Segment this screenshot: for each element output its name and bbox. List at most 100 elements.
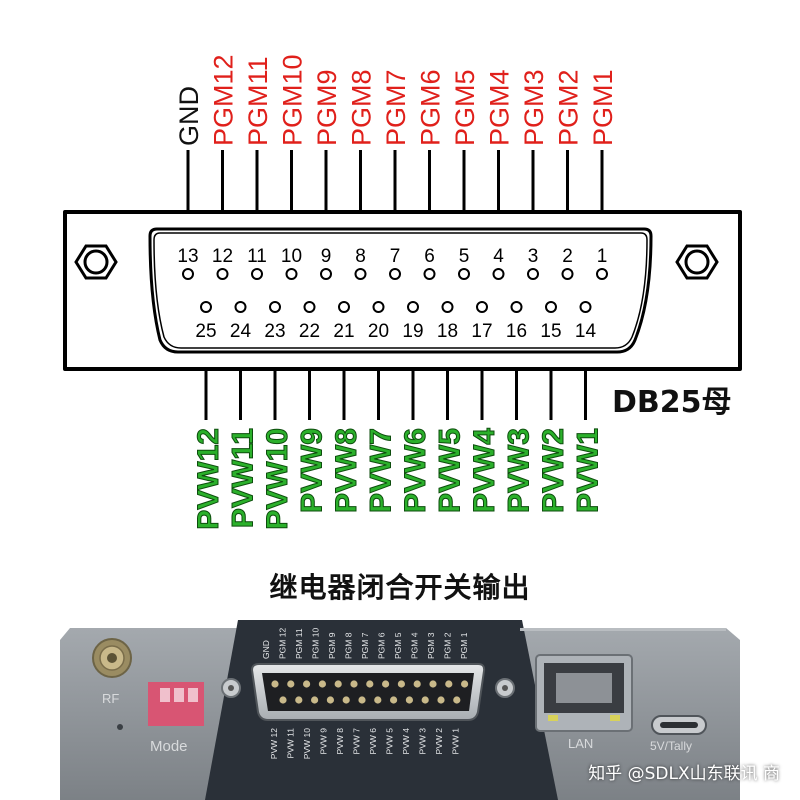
pin-number: 7 xyxy=(390,246,401,267)
device-pvw-label: PVW 7 xyxy=(352,728,362,755)
pgm-label: PGM6 xyxy=(416,69,446,146)
pin-number: 8 xyxy=(355,246,366,267)
pgm-label: PGM4 xyxy=(485,69,515,146)
device-pvw-label: PVW 11 xyxy=(286,728,296,759)
pvw-label: PVW2 xyxy=(537,428,570,513)
device-pvw-label: PVW 12 xyxy=(269,728,279,759)
pgm-label: PGM5 xyxy=(450,69,480,146)
pin-number: 24 xyxy=(230,321,252,342)
port-pin xyxy=(405,696,413,704)
port-pin xyxy=(413,680,421,688)
port-pin xyxy=(437,696,445,704)
pin-number: 2 xyxy=(562,246,573,267)
port-pin xyxy=(390,696,398,704)
pvw-label: PVW3 xyxy=(503,428,536,513)
device-pgm-label: PGM 2 xyxy=(443,632,453,659)
pin-number: 9 xyxy=(321,246,332,267)
db25-screw-left xyxy=(221,678,241,698)
top-leads xyxy=(186,150,604,214)
device-pgm-label: GND xyxy=(261,640,271,659)
usb-label: 5V/Tally xyxy=(650,739,692,753)
device-pvw-label: PVW 6 xyxy=(368,728,378,755)
device-pvw-label: PVW 8 xyxy=(335,728,345,755)
port-pin xyxy=(342,696,350,704)
port-pin xyxy=(279,696,287,704)
device-pgm-label: PGM 5 xyxy=(393,632,403,659)
pin-number: 13 xyxy=(177,246,198,267)
port-pin xyxy=(287,680,295,688)
pgm-label: PGM3 xyxy=(519,69,549,146)
pin-hole xyxy=(561,268,574,280)
port-pin xyxy=(358,696,366,704)
pin-number: 21 xyxy=(333,321,354,342)
port-pin xyxy=(271,680,279,688)
pin-hole xyxy=(510,301,523,313)
device-pvw-label: PVW 10 xyxy=(302,728,312,759)
port-pin xyxy=(295,696,303,704)
pvw-label: PVW6 xyxy=(399,428,432,513)
device-pgm-label: PGM 7 xyxy=(360,632,370,659)
watermark: 知乎 @SDLX山东联讯 商 xyxy=(588,764,780,784)
device-pvw-label: PVW 3 xyxy=(418,728,428,755)
pin-hole xyxy=(269,301,281,313)
pin-hole xyxy=(285,268,298,280)
pin-hole xyxy=(407,301,419,313)
pvw-label: PVW12 xyxy=(192,428,225,530)
pgm-label: PGM11 xyxy=(243,56,273,146)
pin-number: 4 xyxy=(493,246,504,267)
pin-number: 23 xyxy=(264,321,285,342)
mount-hole-left xyxy=(74,244,118,280)
pin-number: 10 xyxy=(281,246,302,267)
device-pgm-label: PGM 8 xyxy=(344,632,354,659)
port-pin xyxy=(334,680,342,688)
pin-hole xyxy=(303,301,316,313)
pin-hole xyxy=(200,301,212,313)
dip-switch xyxy=(148,682,204,726)
port-pin xyxy=(374,696,382,704)
mode-label: Mode xyxy=(150,738,188,755)
pgm-label: PGM7 xyxy=(381,69,411,146)
port-pin xyxy=(366,680,374,688)
pin-number: 15 xyxy=(540,321,561,342)
pin-number: 17 xyxy=(471,321,492,342)
status-led xyxy=(117,724,123,730)
device-pvw-labels: PVW 12 PVW 11 PVW 10 PVW 9 PVW 8 PVW 7 PVW 6 PV… xyxy=(269,728,461,759)
pin-hole xyxy=(251,268,263,280)
port-pin xyxy=(453,696,461,704)
pin-hole xyxy=(579,301,592,313)
device-pvw-label: PVW 4 xyxy=(401,728,411,755)
pvw-label: PVW11 xyxy=(227,428,260,528)
pin-hole xyxy=(441,301,454,313)
pin-number: 18 xyxy=(437,321,458,342)
device-pgm-label: PGM 12 xyxy=(278,628,288,659)
pin-hole xyxy=(354,268,367,280)
pin-number: 3 xyxy=(528,246,539,267)
pvw-label: PVW10 xyxy=(261,428,294,530)
pin-number: 12 xyxy=(212,246,233,267)
device-pgm-label: PGM 6 xyxy=(377,632,387,659)
connector-name: DB25母 xyxy=(612,385,732,420)
db25-port xyxy=(250,663,486,721)
device-pvw-label: PVW 5 xyxy=(385,728,395,755)
port-pin xyxy=(318,680,326,688)
pin-hole xyxy=(492,268,505,280)
bottom-leads xyxy=(204,367,587,420)
usb-c-port xyxy=(651,715,707,735)
pin-number: 19 xyxy=(402,321,423,342)
device-pvw-label: PVW 1 xyxy=(451,728,461,755)
pin-hole xyxy=(320,268,332,280)
device-pvw-label: PVW 9 xyxy=(319,728,329,755)
pin-hole xyxy=(389,268,401,280)
pgm-label: PGM12 xyxy=(209,54,239,146)
device-pvw-label: PVW 2 xyxy=(434,728,444,755)
pgm-label: PGM2 xyxy=(554,69,584,146)
mount-hole-right xyxy=(675,244,719,280)
pin-hole xyxy=(372,301,385,313)
pgm-label: PGM1 xyxy=(588,69,618,146)
pvw-label: PVW8 xyxy=(330,428,363,513)
